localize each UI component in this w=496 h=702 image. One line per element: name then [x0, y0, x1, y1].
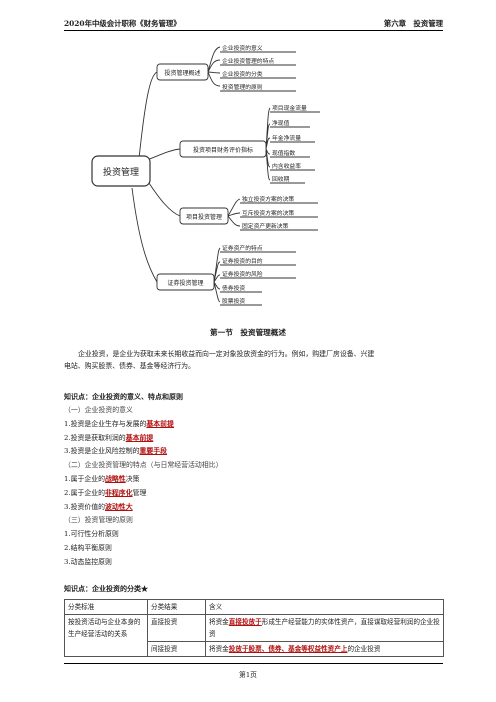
branch-node-2 [179, 140, 267, 158]
leaf-4-4: 债券投资 [222, 284, 245, 292]
table-cell: 间接投资 [147, 641, 206, 657]
header-rule [64, 30, 443, 31]
connector-1 [137, 71, 158, 169]
highlight: 基本前提 [146, 419, 174, 428]
table-cell: 将资金直接投放于形成生产经营能力的实体性资产，直接谋取经营利润的企业投资 [205, 614, 444, 642]
intro-line-1: 企业投资，是企业为获取未来长期收益而向一定对象投放资金的行为。例如，购建厂房设备… [78, 350, 375, 358]
page-number: 第1页 [239, 671, 257, 679]
footer-rule [64, 663, 443, 664]
leaf-2-1: 项目现金流量 [272, 104, 307, 112]
table-header-row: 分类标准 分类结果 含义 [64, 599, 444, 615]
leaf-3-2: 互斥投资方案的决策 [242, 209, 294, 217]
table-row: 间接投资 将资金投放于股票、债券、基金等权益性资产上的企业投资 [65, 641, 444, 657]
intro-line-2: 电站、购买股票、债券、基金等经济行为。 [64, 362, 195, 370]
leaf-3-3: 固定资产更新决策 [242, 222, 289, 230]
table-header-cell: 分类标准 [64, 599, 148, 615]
leaf-1-4: 投资管理的原则 [222, 83, 263, 91]
subsection-heading-3: （三）投资管理的原则 [64, 516, 133, 525]
leaf-2-6: 回收期 [272, 175, 290, 183]
header-left-title: 2020年中级会计职称《财务管理》 [64, 19, 181, 28]
mind-map: 投资管理 投资管理概述 投资项目财务评价指标 项目投资管理 证券投资管理 企业投… [91, 44, 320, 306]
highlight: 波动性大 [105, 502, 133, 511]
branch-label-1: 投资管理概述 [164, 69, 200, 77]
leaf-2-4: 现值指数 [272, 149, 295, 157]
leaf-3-1: 独立投资方案的决策 [242, 195, 294, 203]
connector-3 [146, 179, 181, 217]
leaf-4-2: 证券投资的目的 [222, 257, 263, 265]
leaf-4-5: 股票投资 [222, 297, 245, 305]
highlight: 非程序化 [105, 488, 133, 497]
leaf-1-3: 企业投资的分类 [222, 70, 263, 78]
list-item: 2.属于企业的非程序化管理 [64, 488, 147, 497]
knowledge-point-list-1: （一）企业投资的意义 1.投资是企业生存与发展的基本前提 2.投资是获取利润的基… [64, 404, 444, 570]
branch-label-2: 投资项目财务评价指标 [193, 146, 253, 154]
intro-paragraph: 企业投资，是企业为获取未来长期收益而向一定对象投放资金的行为。例如，购建厂房设备… [64, 348, 444, 372]
leaf-4-3: 证券投资的风险 [222, 270, 263, 278]
classification-table: 分类标准 分类结果 含义 按投资活动与企业本身的生产经营活动的关系 直接投资 将… [64, 599, 444, 657]
branch-label-3: 项目投资管理 [186, 213, 222, 221]
list-item: 1.可行性分析原则 [64, 530, 119, 539]
highlight: 投放于股票、债券、基金等权益性资产上 [228, 645, 348, 653]
section-title: 第一节 投资管理概述 [210, 328, 286, 337]
leaf-1-1: 企业投资的意义 [222, 44, 263, 52]
knowledge-point-title-1: 知识点：企业投资的意义、特点和原则 [64, 392, 183, 401]
highlight: 基本前提 [125, 433, 154, 442]
root-node [91, 155, 151, 187]
leaf-2-2: 净现值 [272, 119, 290, 127]
leaf-2-3: 年金净流量 [272, 134, 301, 142]
connector-4 [131, 187, 158, 283]
list-item: 2.结构平衡原则 [64, 543, 112, 552]
list-item: 1.投资是企业生存与发展的基本前提 [64, 419, 174, 428]
branch-node-4 [156, 273, 215, 291]
highlight: 直接投放于 [228, 618, 262, 626]
table-cell: 将资金投放于股票、债券、基金等权益性资产上的企业投资 [205, 641, 444, 657]
table-cell: 按投资活动与企业本身的生产经营活动的关系 [64, 614, 148, 657]
list-item: 3.投资是企业风险控制的重要手段 [64, 447, 168, 456]
table-header-cell: 分类结果 [147, 599, 206, 615]
list-item: 2.投资是获取利润的基本前提 [64, 433, 154, 442]
knowledge-point-title-2: 知识点：企业投资的分类★ [64, 584, 148, 593]
connector-2 [146, 148, 181, 161]
leaf-2-5: 内含收益率 [272, 162, 301, 170]
subsection-heading-1: （一）企业投资的意义 [64, 406, 133, 414]
table-row: 按投资活动与企业本身的生产经营活动的关系 直接投资 将资金直接投放于形成生产经营… [64, 614, 444, 657]
highlight: 战略性 [105, 474, 126, 483]
table-header-cell: 含义 [205, 599, 444, 615]
list-item: 3.动态监控原则 [64, 557, 112, 566]
leaf-1-2: 企业投资管理的特点 [222, 57, 274, 65]
header-chapter: 第六章 投资管理 [383, 19, 443, 28]
table-cell: 直接投资 [147, 614, 206, 642]
list-item: 3.投资价值的波动性大 [64, 502, 133, 511]
highlight: 重要手段 [139, 447, 168, 456]
root-label: 投资管理 [103, 166, 139, 178]
list-item: 1.属于企业的战略性决策 [64, 474, 140, 483]
branch-label-4: 证券投资管理 [167, 279, 203, 287]
branch-node-3 [179, 207, 229, 225]
subsection-heading-2: （二）企业投资管理的特点（与日常经营活动相比） [64, 461, 223, 470]
branch-node-1 [156, 63, 209, 81]
page-header: 2020年中级会计职称《财务管理》 第六章 投资管理 [64, 14, 443, 30]
leaf-4-1: 证券资产的特点 [222, 244, 263, 252]
